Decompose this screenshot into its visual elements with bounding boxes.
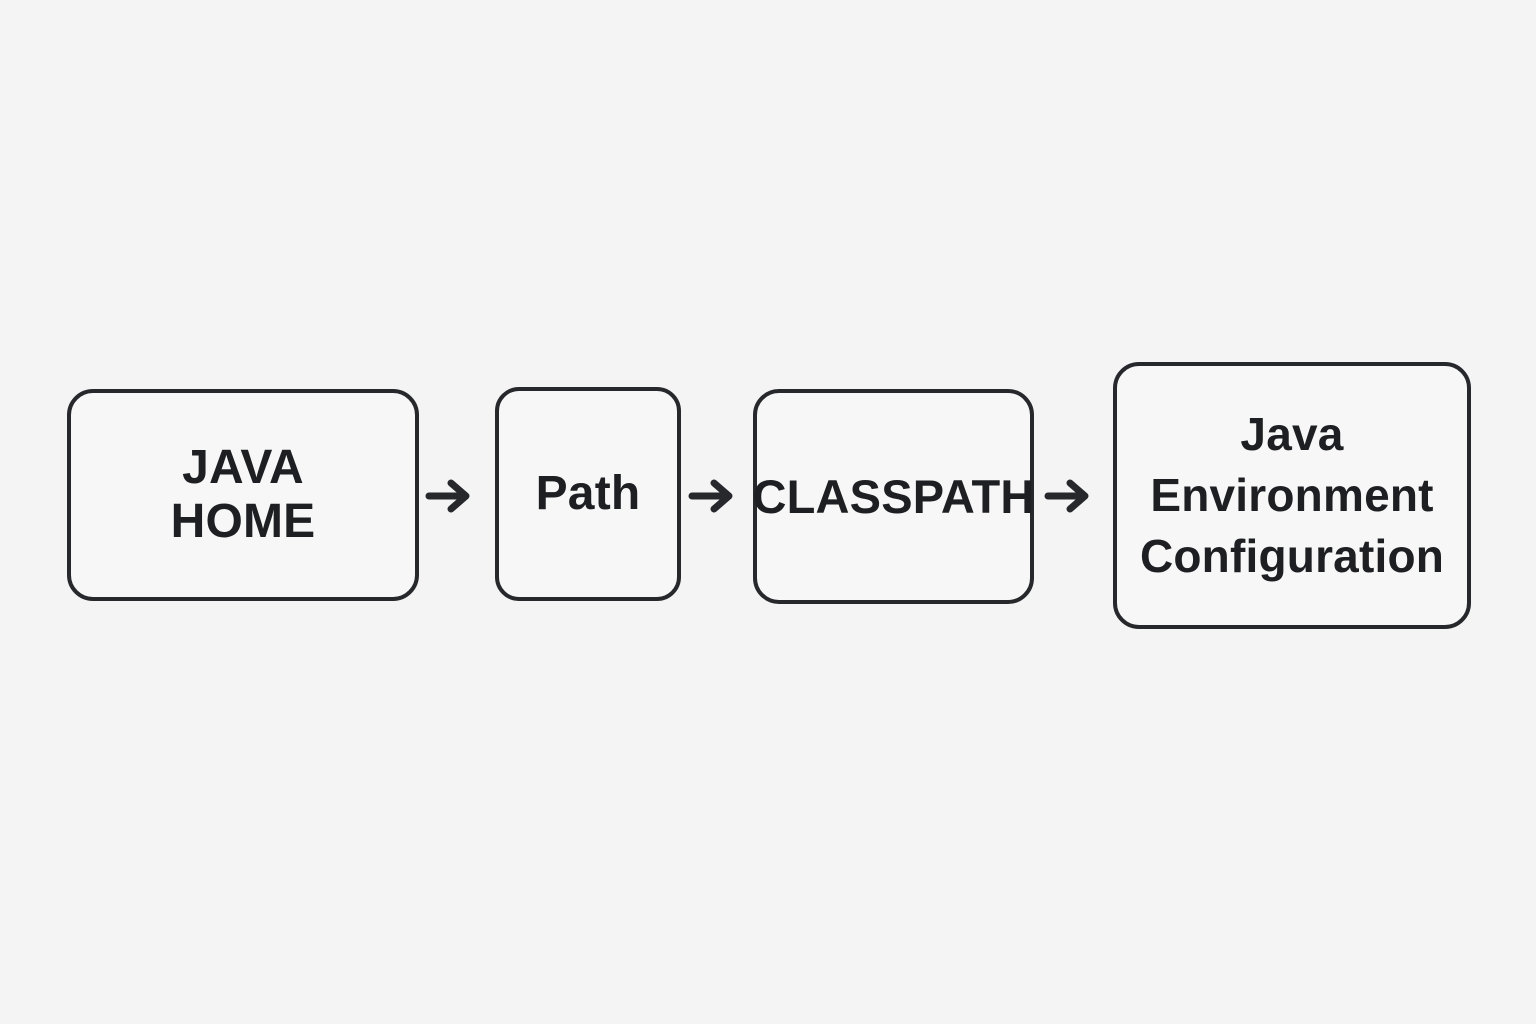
arrow-right-icon-2	[687, 470, 739, 522]
node-path-label: Path	[535, 467, 641, 520]
node-java-home[interactable]: JAVA HOME	[67, 389, 419, 601]
node-classpath-label: CLASSPATH	[752, 469, 1035, 523]
node-path[interactable]: Path	[495, 387, 681, 601]
arrow-right-icon-1	[424, 470, 476, 522]
node-java-environment-configuration[interactable]: Java Environment Configuration	[1113, 362, 1471, 629]
node-java-home-label: JAVA HOME	[170, 441, 316, 548]
node-java-environment-configuration-label: Java Environment Configuration	[1139, 408, 1445, 582]
arrow-right-icon-3	[1043, 470, 1095, 522]
node-classpath[interactable]: CLASSPATH	[752, 389, 1035, 604]
